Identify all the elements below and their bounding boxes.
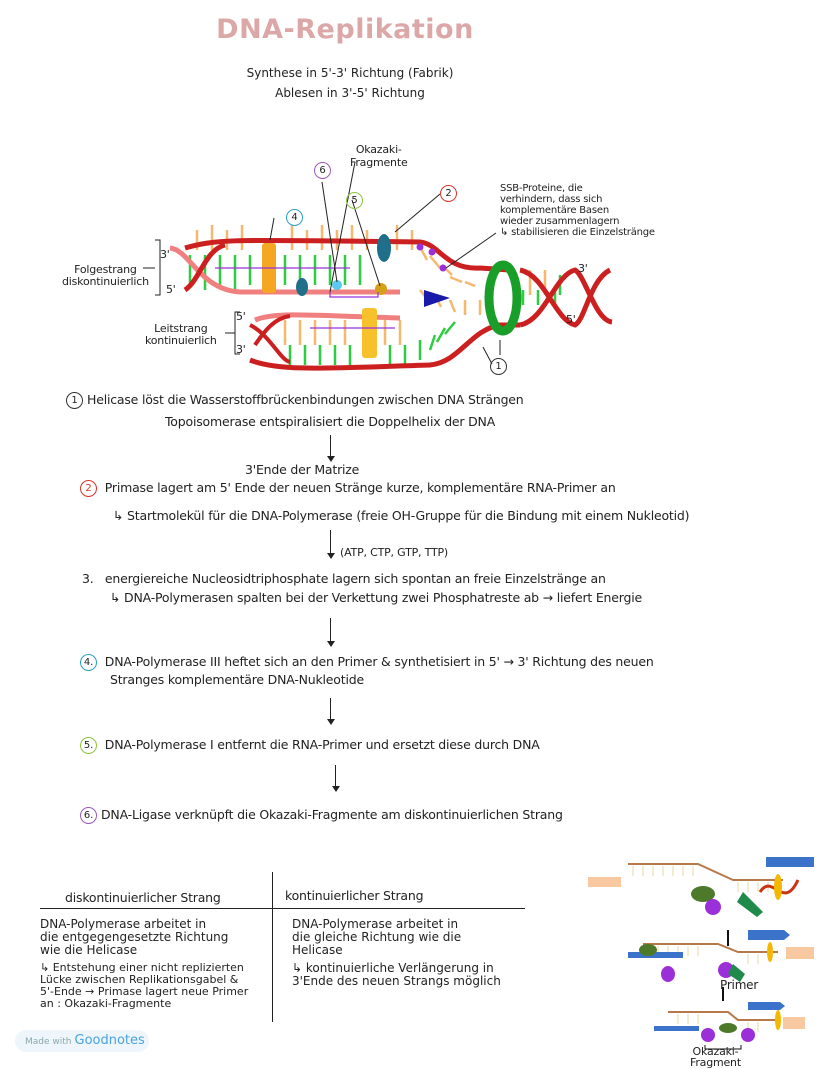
subtitle-synthesis: Synthese in 5'-3' Richtung (Fabrik) (246, 66, 454, 80)
step-4: 4. DNA-Polymerase III heftet sich an den… (80, 654, 654, 671)
step-2-line2: ↳ Startmolekül für die DNA-Polymerase (f… (113, 508, 690, 523)
step-2-note: 3'Ende der Matrize (245, 462, 360, 477)
primer-label: Primer (720, 978, 759, 992)
side-figure (588, 857, 814, 1050)
marker-1: 1 (490, 358, 507, 375)
table-cell-right: DNA-Polymerase arbeitet in die gleiche R… (292, 917, 462, 957)
step-3-line2: ↳ DNA-Polymerasen spalten bei der Verket… (110, 590, 642, 605)
helix-right (519, 267, 613, 328)
flow-arrow (325, 435, 336, 462)
okazaki-bracket (329, 292, 379, 298)
step-4-line2: Stranges komplementäre DNA-Nukleotide (110, 672, 364, 687)
table-cell-left-sub: ↳ Entstehung einer nicht replizierten Lü… (40, 961, 249, 1010)
marker-5: 5 (346, 192, 363, 209)
topoisomerase (424, 290, 450, 307)
primase-top (377, 234, 391, 262)
table-cell-left: DNA-Polymerase arbeitet in die entgegeng… (40, 917, 229, 957)
dna-polymerase-i (375, 283, 387, 295)
marker-6: 6 (314, 162, 331, 179)
step-3: 3. energiereiche Nucleosidtriphosphate l… (82, 571, 606, 586)
primase-lower (296, 278, 308, 296)
flow-arrow (325, 530, 336, 559)
table-header-left: diskontinuierlicher Strang (65, 890, 221, 905)
flow-arrow (330, 765, 341, 792)
table-cell-right-sub: ↳ kontinuierliche Verlängerung in 3'Ende… (292, 961, 501, 988)
okazaki-fragment-label: Okazaki-Fragment (690, 1045, 741, 1069)
step-5: 5. DNA-Polymerase I entfernt die RNA-Pri… (80, 737, 540, 754)
end-label: 5' (566, 313, 576, 326)
table-divider-horizontal (40, 908, 525, 910)
page-title: DNA-Replikation (216, 14, 474, 45)
flow-arrow (325, 618, 336, 647)
okazaki-label: Okazaki-Fragmente (350, 143, 408, 169)
marker-4: 4 (286, 209, 303, 226)
replication-diagram (143, 161, 613, 371)
step-3-note: (ATP, CTP, GTP, TTP) (340, 546, 448, 559)
end-label: 3' (236, 343, 246, 356)
ssb-proteins (416, 243, 447, 272)
helix-left-bottom (249, 314, 291, 364)
table-divider-vertical (272, 872, 274, 1022)
step-2: 2 Primase lagert am 5' Ende der neuen St… (80, 480, 616, 497)
end-label: 3' (160, 248, 170, 261)
end-label: 5' (166, 283, 176, 296)
step-1-line2: Topoisomerase entspiralisiert die Doppel… (165, 414, 496, 429)
table-header-right: kontinuierlicher Strang (285, 888, 424, 903)
end-label: 3' (578, 262, 588, 275)
ligase (332, 280, 342, 290)
marker-2: 2 (440, 185, 457, 202)
step-6: 6.DNA-Ligase verknüpft die Okazaki-Fragm… (80, 807, 563, 824)
bases-bottom (283, 320, 456, 365)
leading-template-strand (249, 322, 520, 371)
helix-left-top (183, 242, 226, 293)
subtitle-reading: Ablesen in 3'-5' Richtung (275, 86, 425, 100)
lagging-template-strand (184, 237, 511, 273)
flow-arrow (325, 698, 336, 725)
dna-polymerase-iii-bottom (362, 308, 377, 358)
end-label: 5' (236, 310, 246, 323)
helicase (484, 260, 522, 336)
